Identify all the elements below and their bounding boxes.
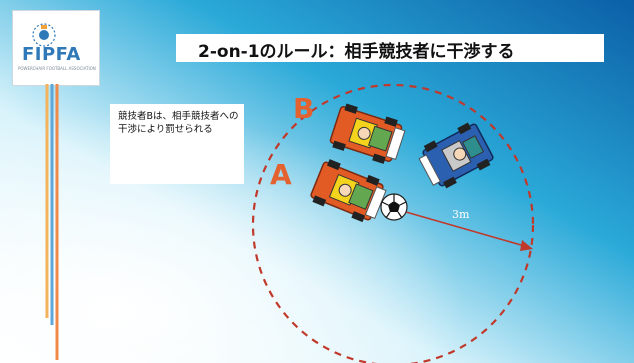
- note-box: [110, 104, 244, 184]
- player-a-chair: [310, 159, 387, 223]
- penalty-note: 競技者Bは、相手競技者への干渉により罰せられる: [118, 111, 239, 135]
- logo-emblem-icon: [32, 23, 56, 47]
- logo-subtitle: POWERCHAIR FOOTBALL ASSOCIATION: [18, 66, 96, 71]
- player-b-chair: [329, 103, 406, 164]
- player-b-label: B: [293, 92, 315, 125]
- three-meter-circle: [251, 83, 535, 363]
- logo-text: FIPFA: [22, 44, 81, 65]
- title-box: [176, 34, 604, 62]
- player-a-label: A: [270, 158, 292, 191]
- slide-title: 2-on-1のルール：相手競技者に干渉する: [198, 42, 515, 62]
- radius-arrow: [405, 211, 533, 251]
- soccer-ball-icon: [380, 193, 408, 221]
- opponent-chair: [418, 122, 494, 189]
- fipfa-logo: [12, 10, 100, 86]
- distance-label: 3m: [452, 208, 470, 221]
